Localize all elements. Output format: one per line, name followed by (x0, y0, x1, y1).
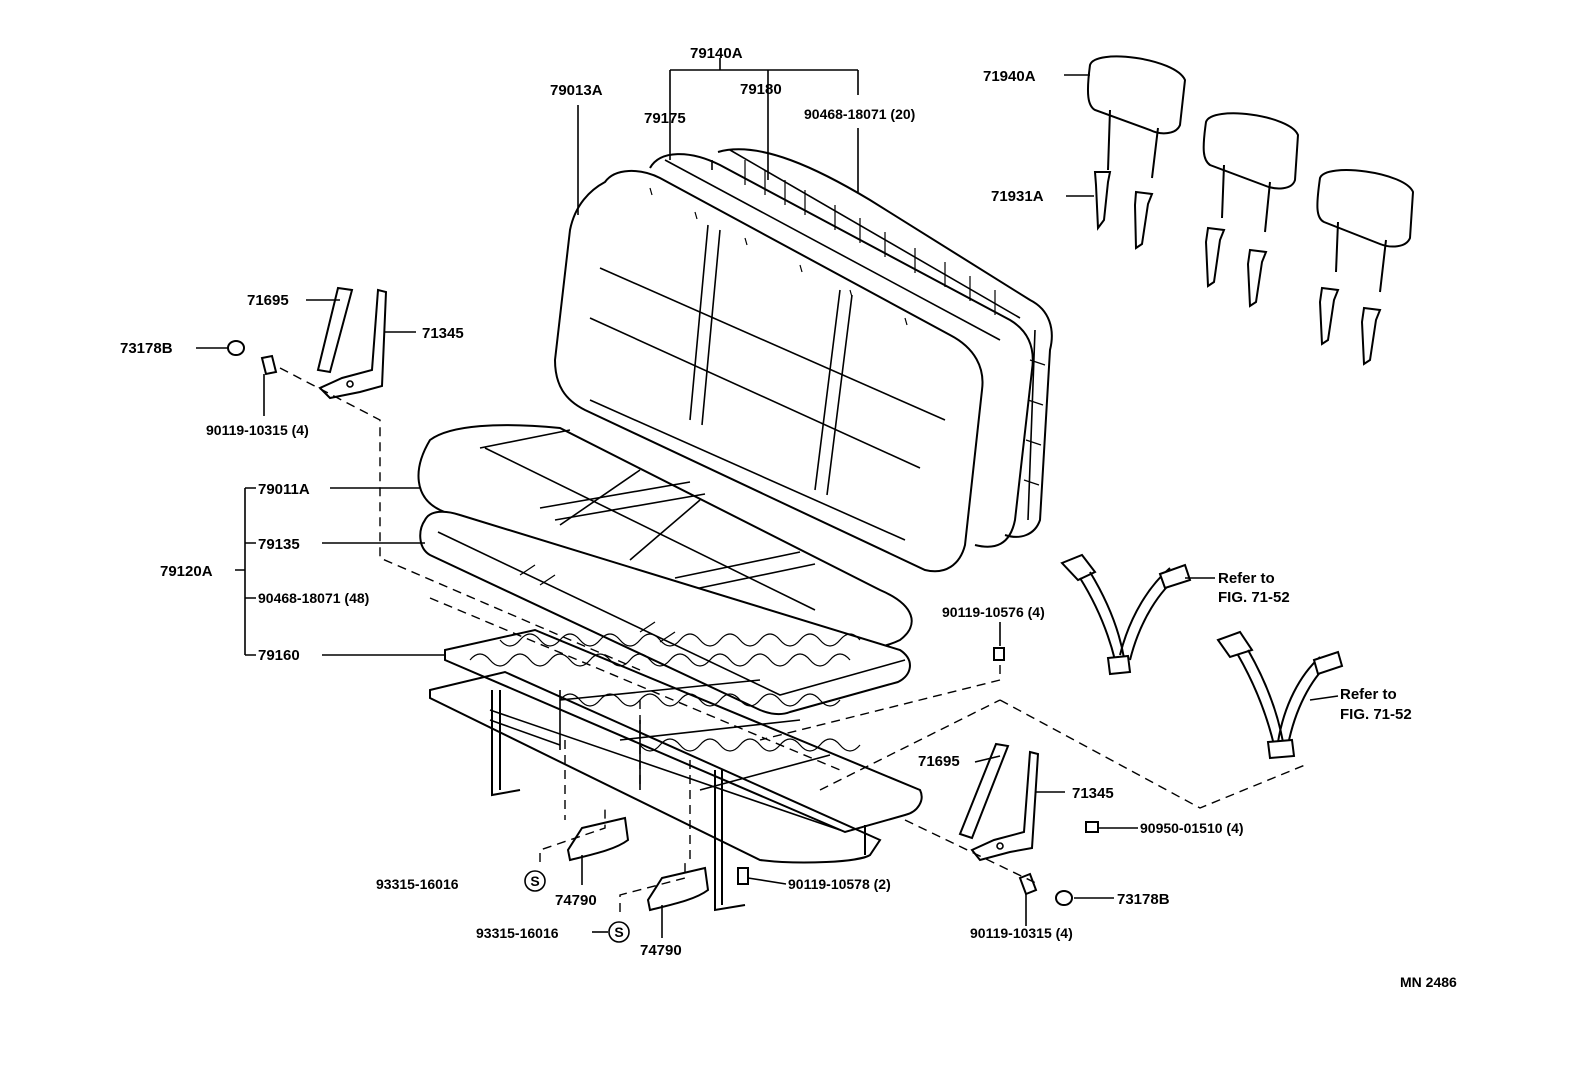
label-71345-bottom: 71345 (1072, 785, 1114, 802)
service-markers: S S (524, 870, 630, 943)
label-71940A: 71940A (983, 68, 1036, 85)
label-fig-71-52-2: FIG. 71-52 (1340, 706, 1412, 723)
bracket-top-left (316, 286, 388, 400)
part-labels: 79140A 79013A 79175 79180 90468-18071 (2… (120, 45, 1457, 990)
bracket-bottom-right (958, 742, 1040, 862)
label-93315-16016-a: 93315-16016 (376, 876, 459, 892)
label-refer-to-2: Refer to (1340, 686, 1397, 703)
service-mark-a: S (530, 873, 539, 889)
label-79160: 79160 (258, 647, 300, 664)
label-74790-b: 74790 (640, 942, 682, 959)
seat-belt-upper (1060, 553, 1192, 676)
label-73178B-bottom: 73178B (1117, 891, 1170, 908)
label-79140A: 79140A (690, 45, 743, 62)
label-71931A: 71931A (991, 188, 1044, 205)
label-79175: 79175 (644, 110, 686, 127)
label-90468-18071-20: 90468-18071 (20) (804, 106, 915, 122)
label-fig-71-52-1: FIG. 71-52 (1218, 589, 1290, 606)
leader-lines (196, 58, 1339, 938)
seat-cushion-pad (419, 510, 911, 716)
label-93315-16016-b: 93315-16016 (476, 925, 559, 941)
label-79011A: 79011A (258, 481, 310, 498)
seat-back-cover (553, 169, 984, 573)
label-refer-to-1: Refer to (1218, 570, 1275, 587)
diagram-code: MN 2486 (1400, 974, 1457, 990)
headrest-right (1316, 169, 1415, 293)
seat-cushion-cover (417, 424, 913, 657)
service-mark-b: S (614, 924, 623, 940)
dashed-reference-lines (279, 367, 1306, 912)
label-71345-top: 71345 (422, 325, 464, 342)
label-90950-01510: 90950-01510 (4) (1140, 820, 1244, 836)
label-90119-10576: 90119-10576 (4) (942, 604, 1045, 620)
label-79180: 79180 (740, 81, 782, 98)
label-90119-10315-top: 90119-10315 (4) (206, 422, 309, 438)
headrest-left (1086, 55, 1187, 179)
headrest-middle (1202, 112, 1300, 233)
label-90119-10578: 90119-10578 (2) (788, 876, 891, 892)
label-79013A: 79013A (550, 82, 603, 99)
seat-cushion-frame (429, 628, 923, 912)
label-79135: 79135 (258, 536, 300, 553)
label-71695-bottom: 71695 (918, 753, 960, 770)
seat-back-pad (649, 153, 1034, 548)
label-71695-top: 71695 (247, 292, 289, 309)
label-90119-10315-bottom: 90119-10315 (4) (970, 925, 1073, 941)
small-parts (227, 340, 1099, 912)
label-79120A: 79120A (160, 563, 213, 580)
label-73178B-top: 73178B (120, 340, 173, 357)
seat-belt-lower (1216, 630, 1344, 760)
label-90468-18071-48: 90468-18071 (48) (258, 590, 369, 606)
headrest-supports (1093, 171, 1382, 366)
label-74790-a: 74790 (555, 892, 597, 909)
